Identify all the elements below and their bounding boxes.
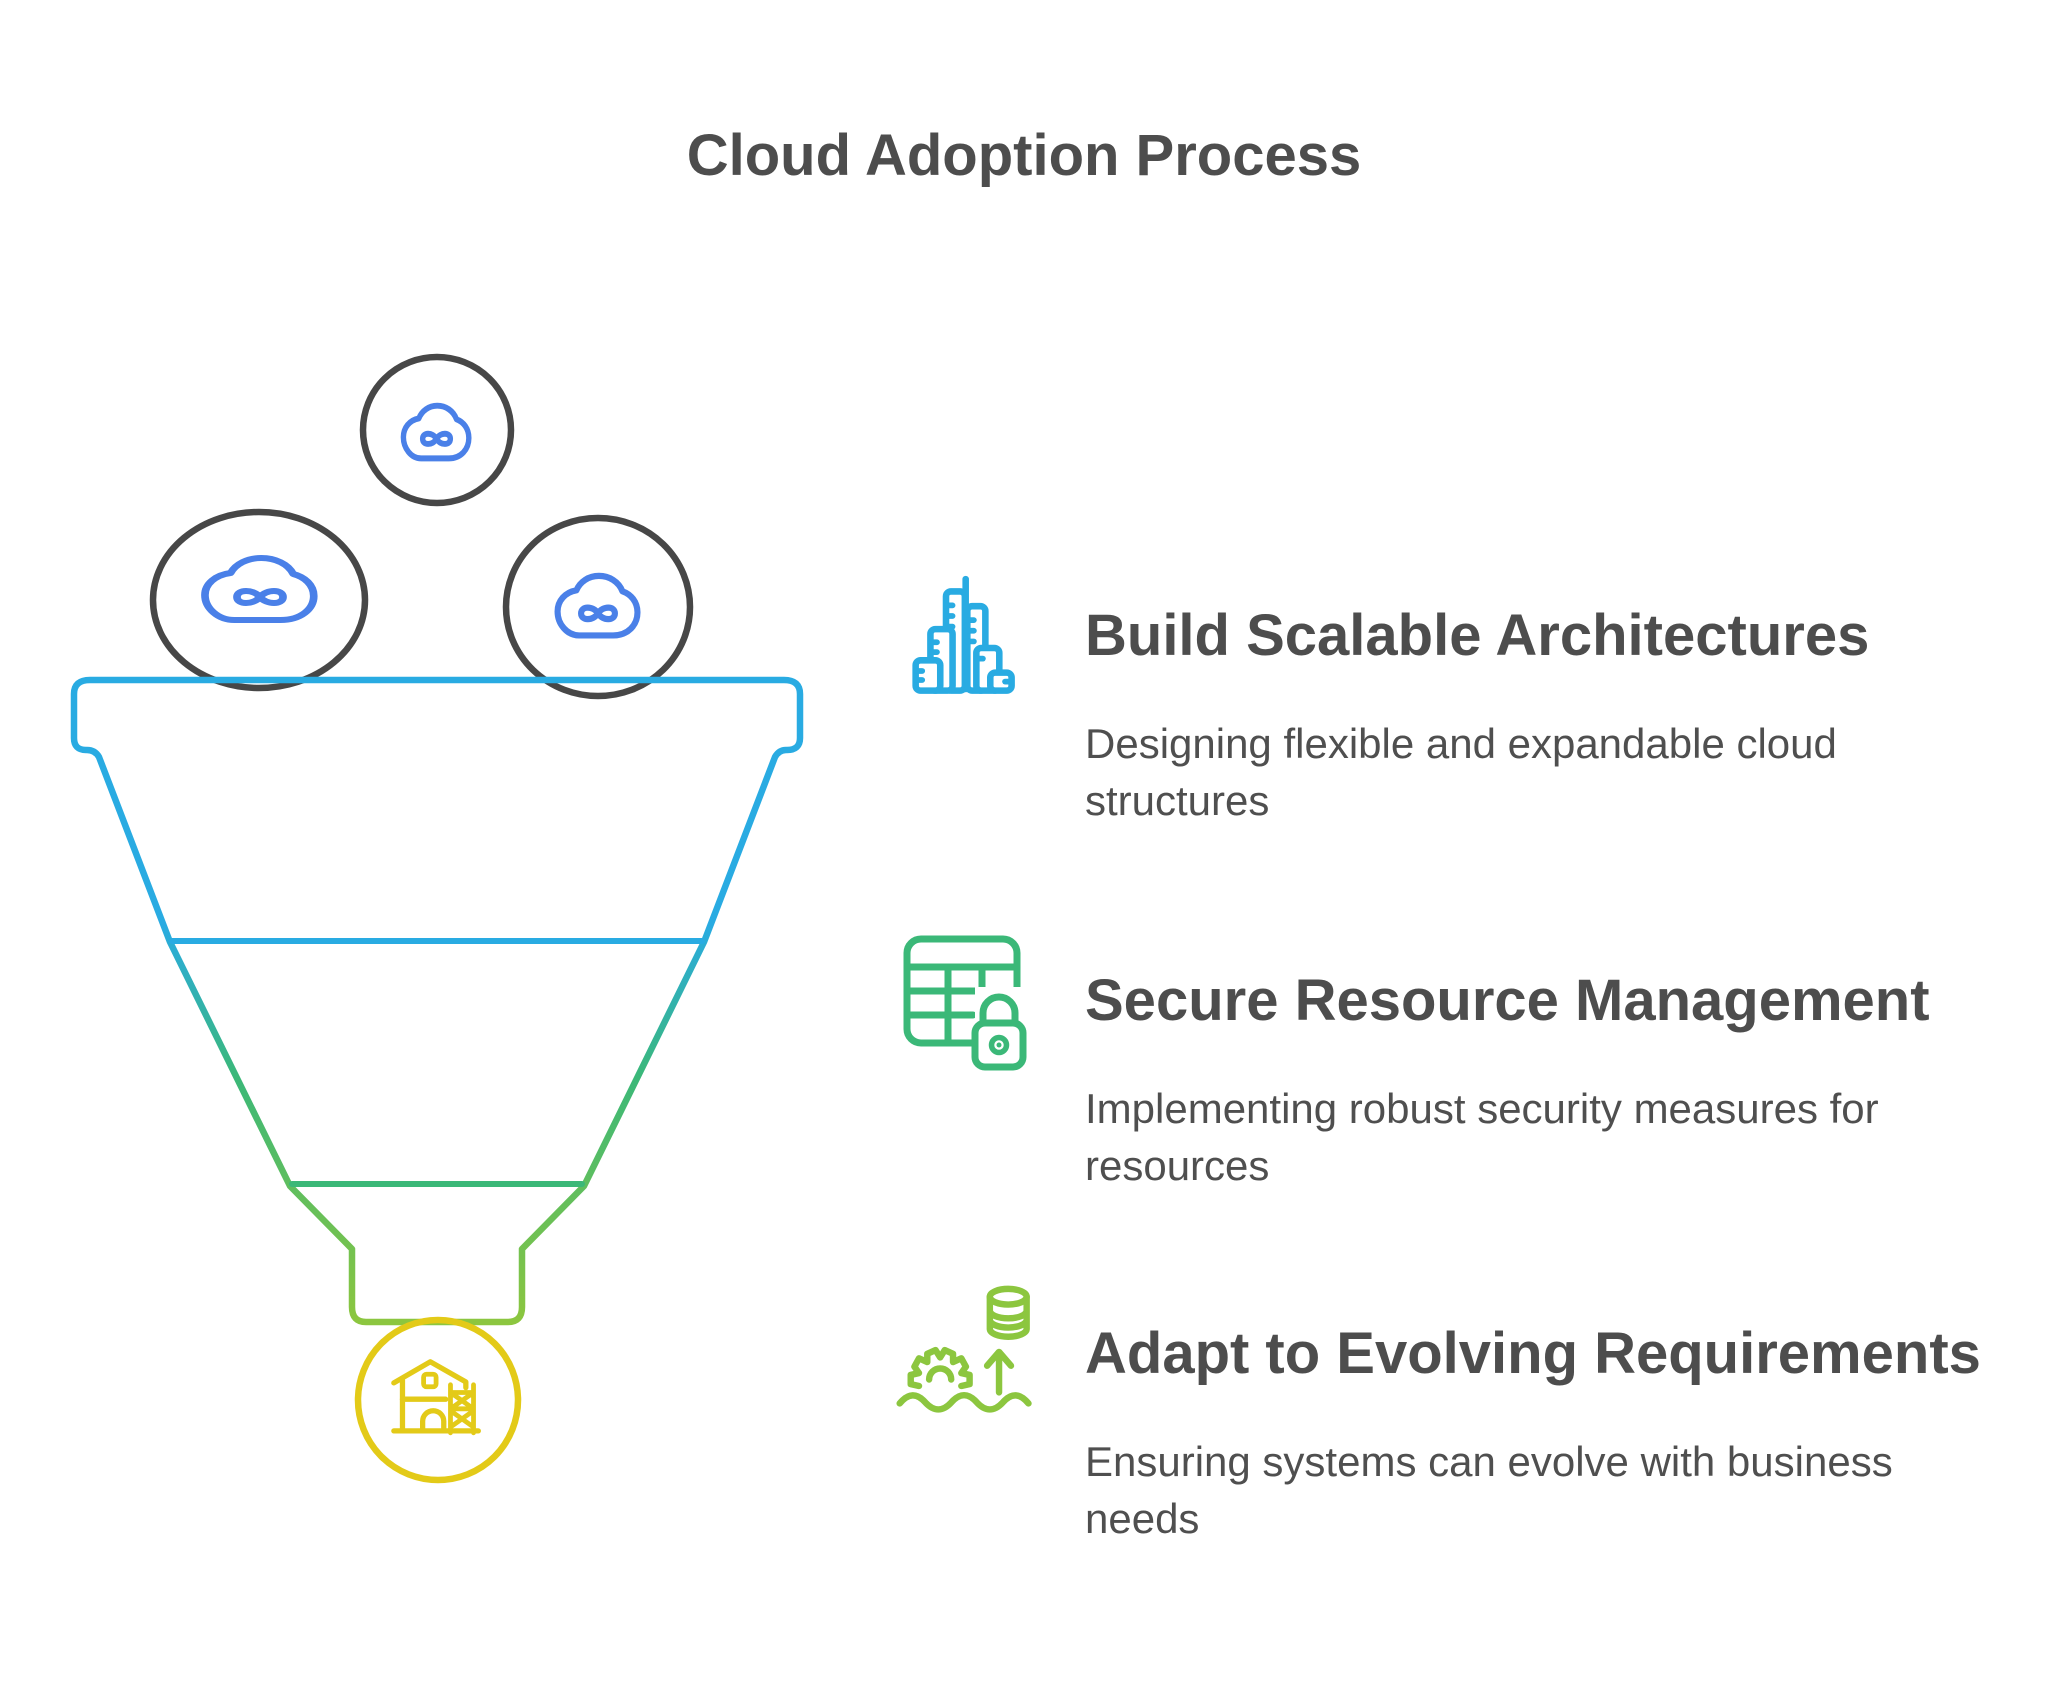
item-heading-secure-resource-management: Secure Resource Management <box>1085 968 1930 1033</box>
cloud-bubble-left <box>149 508 369 692</box>
building-under-construction-icon <box>391 1359 481 1436</box>
cloud-bubble-top <box>359 353 515 507</box>
creative-cloud-icon <box>201 555 318 623</box>
item-heading-build-scalable-architectures: Build Scalable Architectures <box>1085 603 1870 668</box>
funnel-output-circle <box>354 1316 522 1484</box>
item-description: Designing flexible and expandable cloud … <box>1085 720 1837 824</box>
creative-cloud-icon <box>400 402 472 462</box>
secure-table-lock-icon <box>903 935 1029 1071</box>
city-buildings-icon <box>912 575 1015 694</box>
item-description: Implementing robust security measures fo… <box>1085 1085 1879 1189</box>
item-heading-adapt-to-evolving-requirements: Adapt to Evolving Requirements <box>1085 1321 1981 1386</box>
page-title: Cloud Adoption Process <box>686 123 1362 188</box>
creative-cloud-icon <box>554 572 641 639</box>
cloud-bubble-right <box>502 514 694 700</box>
adapt-gear-growth-icon <box>896 1285 1032 1413</box>
funnel-body <box>70 676 804 1326</box>
item-description: Ensuring systems can evolve with busines… <box>1085 1438 1893 1542</box>
